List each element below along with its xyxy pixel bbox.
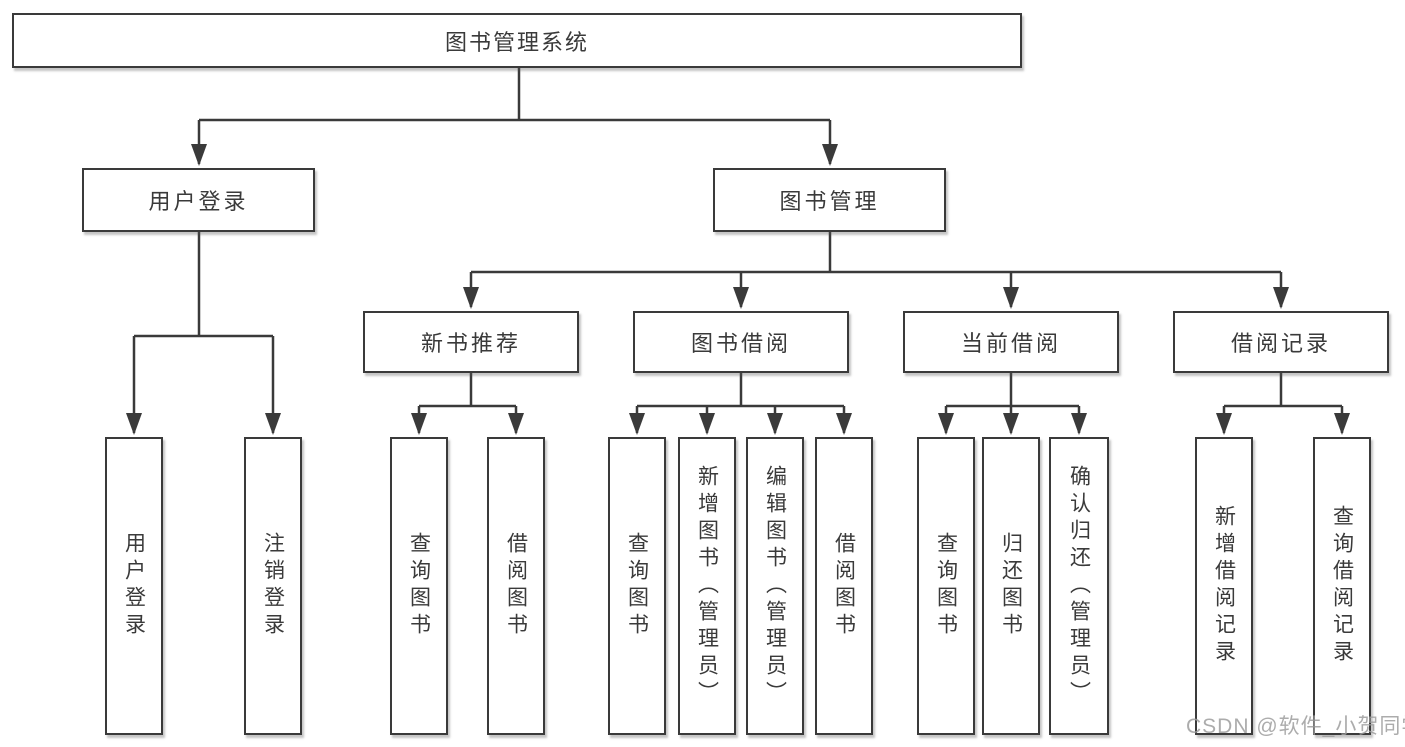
node-borrow-records: 借阅记录 (1173, 311, 1389, 373)
node-current-borrow: 当前借阅 (903, 311, 1119, 373)
node-user-login: 用户登录 (82, 168, 315, 232)
node-leaf-logout: 注销登录 (244, 437, 302, 735)
node-leaf-nb-query-books: 查询图书 (390, 437, 448, 735)
node-leaf-nb-borrow-books: 借阅图书 (487, 437, 545, 735)
node-leaf-br-add-record: 新增借阅记录 (1195, 437, 1253, 735)
arrow-lines (126, 120, 1350, 435)
node-leaf-cb-return-books: 归还图书 (982, 437, 1040, 735)
node-leaf-user-login: 用户登录 (105, 437, 163, 735)
node-leaf-bb-borrow-books: 借阅图书 (815, 437, 873, 735)
node-leaf-br-query-record: 查询借阅记录 (1313, 437, 1371, 735)
node-library-management-system: 图书管理系统 (12, 13, 1022, 68)
node-book-management: 图书管理 (713, 168, 946, 232)
node-leaf-bb-edit-books-admin: 编辑图书（管理员） (746, 437, 804, 735)
csdn-watermark: CSDN @软件_小贺同学 (1186, 715, 1405, 738)
node-new-book-recommend: 新书推荐 (363, 311, 579, 373)
node-leaf-cb-query-books: 查询图书 (917, 437, 975, 735)
connector-lines (134, 68, 1342, 408)
node-leaf-cb-confirm-return-admin: 确认归还（管理员） (1049, 437, 1109, 735)
node-book-borrow: 图书借阅 (633, 311, 849, 373)
node-leaf-bb-add-books-admin: 新增图书（管理员） (678, 437, 736, 735)
node-leaf-bb-query-books: 查询图书 (608, 437, 666, 735)
